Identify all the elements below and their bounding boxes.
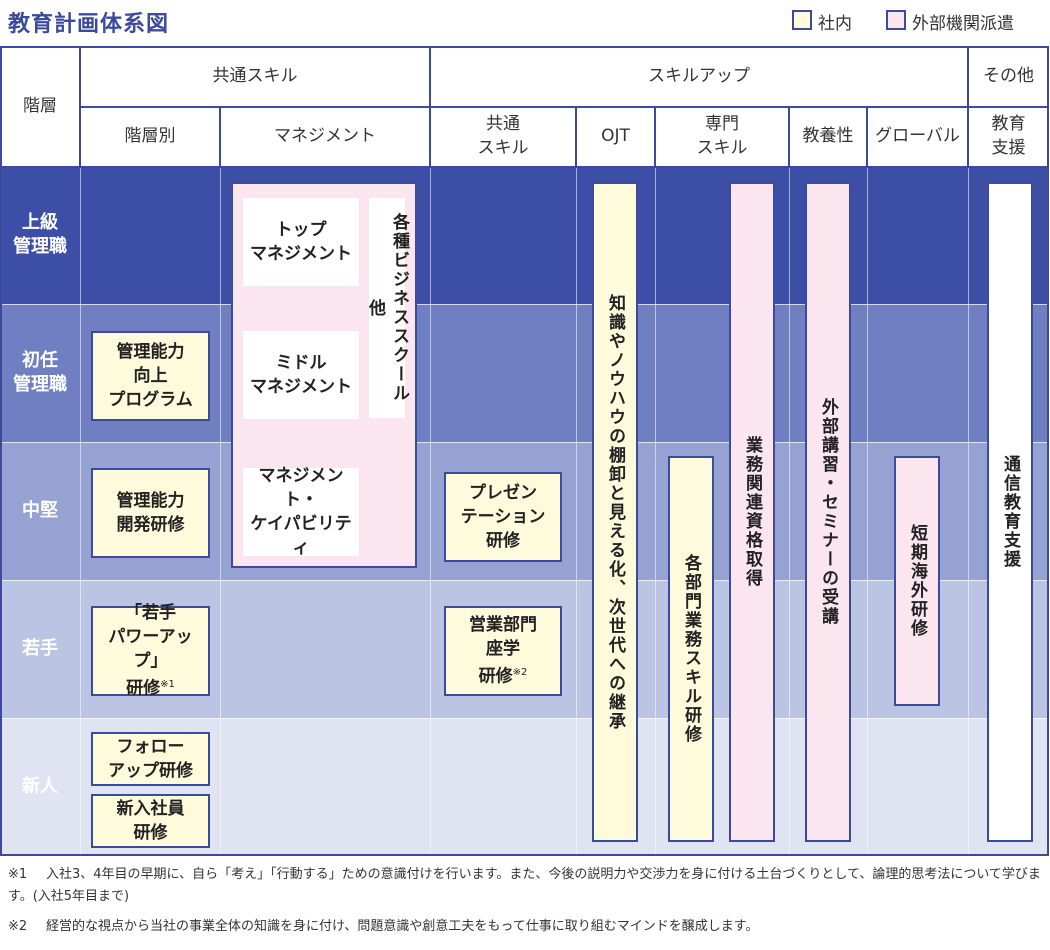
- footnote-2: ※2 経営的な視点から当社の事業全体の知識を身に付け、問題意識や創意工夫をもって仕…: [8, 916, 1042, 938]
- column-header-ojt: OJT: [601, 126, 630, 146]
- program-sales-lecture-training: 営業部門 座学 研修※2: [444, 606, 562, 696]
- footnote-1-text: 入社3、4年目の早期に、自ら「考え」「行動する」ための意識付けを行います。また、…: [8, 867, 1041, 904]
- page-title: 教育計画体系図: [8, 12, 170, 37]
- row-label-junior-manager: 初任 管理職: [13, 350, 67, 395]
- footnote-mark-1: ※1: [160, 679, 175, 691]
- row-label-senior-manager: 上級 管理職: [13, 212, 67, 257]
- row-label-mid-level: 中堅: [22, 500, 58, 521]
- row-label-new-hire: 新人: [22, 776, 58, 797]
- column-header-global: グローバル: [875, 126, 960, 146]
- footnote-1-mark: ※1: [8, 867, 28, 882]
- program-young-powerup: 「若手 パワーアップ」 研修※1: [91, 603, 210, 699]
- row-band-senior: [0, 166, 1049, 304]
- program-top-management: トップ マネジメント: [243, 198, 359, 286]
- program-qualification-acquisition: 業務関連資格取得: [729, 182, 775, 842]
- column-header-liberal-arts: 教養性: [802, 126, 854, 146]
- program-ojt-knowledge-transfer: 知識やノウハウの棚卸と見える化、次世代への継承: [592, 182, 638, 842]
- footnote-2-text: 経営的な視点から当社の事業全体の知識を身に付け、問題意識や創意工夫をもって仕事に…: [46, 919, 759, 934]
- program-mgmt-ability-development: 管理能力 開発研修: [91, 468, 210, 558]
- program-short-overseas-training: 短期海外研修: [894, 456, 940, 706]
- program-management-capability: マネジメント・ ケイパビリティ: [243, 466, 359, 558]
- education-system-table: 階層 共通スキル スキルアップ その他 階層別 マネジメント 共通 スキル OJ…: [0, 46, 1049, 856]
- footnote-mark-2: ※2: [512, 667, 528, 679]
- header-group-common-skill: 共通スキル: [212, 66, 298, 86]
- header-group-skillup: スキルアップ: [648, 66, 750, 86]
- column-header-management: マネジメント: [274, 126, 376, 146]
- column-header-by-level: 階層別: [124, 126, 176, 146]
- column-header-specialized-skill: 専門 スキル: [696, 114, 748, 158]
- program-mgmt-ability-improvement: 管理能力 向上 プログラム: [91, 331, 210, 421]
- column-header-education-support: 教育 支援: [991, 114, 1026, 158]
- legend-external-swatch: [886, 10, 906, 30]
- program-followup: フォロー アップ研修: [91, 732, 210, 786]
- legend-inhouse-swatch: [792, 10, 812, 30]
- column-header-common-skill: 共通 スキル: [477, 114, 529, 158]
- program-new-hire: 新入社員 研修: [91, 794, 210, 848]
- program-correspondence-education: 通信教育支援: [987, 182, 1033, 842]
- header-level: 階層: [23, 96, 57, 116]
- program-business-schools: 各種ビジネススクール 他: [365, 198, 409, 418]
- program-middle-management: ミドル マネジメント: [243, 331, 359, 419]
- program-department-skill-training: 各部門業務スキル研修: [668, 456, 714, 842]
- legend-inhouse-label: 社内: [818, 14, 852, 34]
- row-label-young: 若手: [22, 638, 58, 659]
- program-external-seminars: 外部講習・セミナーの受講: [805, 182, 851, 842]
- header-group-other: その他: [983, 66, 1034, 86]
- footnote-2-mark: ※2: [8, 919, 28, 934]
- legend-external-label: 外部機関派遣: [912, 14, 1014, 34]
- program-presentation-training: プレゼン テーション 研修: [444, 472, 562, 562]
